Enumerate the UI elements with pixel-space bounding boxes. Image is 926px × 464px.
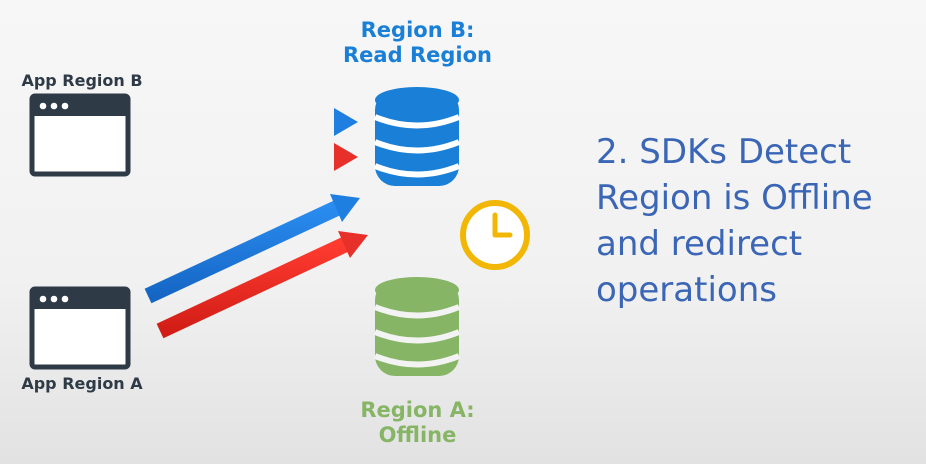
failover-message-line1: 2. SDKs Detect (596, 132, 852, 172)
app-region-a-label: App Region A (21, 374, 143, 393)
database-icon-region-b (373, 87, 461, 186)
region-b-title-line1: Region B: (360, 18, 475, 42)
arrow-blue-region-b (153, 108, 358, 136)
failover-message-line3: and redirect (596, 223, 803, 264)
failover-message-line2: Region is Offline (596, 177, 873, 218)
region-b-title: Region B: Read Region (325, 18, 510, 68)
app-region-b-label: App Region B (21, 71, 143, 90)
database-icon-region-a (373, 277, 461, 376)
arrow-blue-region-a (144, 194, 360, 304)
region-a-title-line2: Offline (378, 423, 457, 448)
region-a-title: Region A: Offline (325, 398, 510, 448)
failover-message: 2. SDKs Detect Region is Offline and red… (596, 130, 916, 314)
clock-icon (460, 200, 530, 270)
app-window-icon-region-a (29, 286, 131, 370)
region-a-title-line1: Region A: (360, 398, 475, 422)
failover-message-line4: operations (596, 269, 777, 310)
arrow-red-region-b (153, 143, 358, 171)
arrow-red-region-a (156, 231, 368, 339)
region-b-title-line2: Read Region (343, 43, 492, 68)
app-window-icon-region-b (29, 93, 131, 177)
